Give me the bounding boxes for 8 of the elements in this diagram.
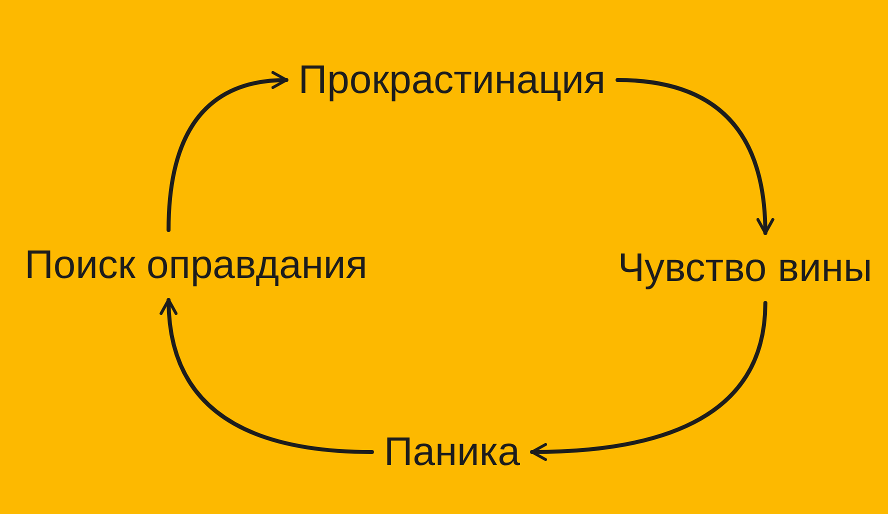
curved-arrow xyxy=(616,78,774,235)
stage-label: Прокрастинация xyxy=(298,57,606,103)
stage-label: Паника xyxy=(384,429,520,475)
stage-label: Поиск оправдания xyxy=(24,242,368,288)
curved-arrow xyxy=(160,298,374,454)
stage-label: Чувство вины xyxy=(618,245,872,291)
curved-arrow xyxy=(166,72,288,232)
curved-arrow xyxy=(530,301,768,461)
